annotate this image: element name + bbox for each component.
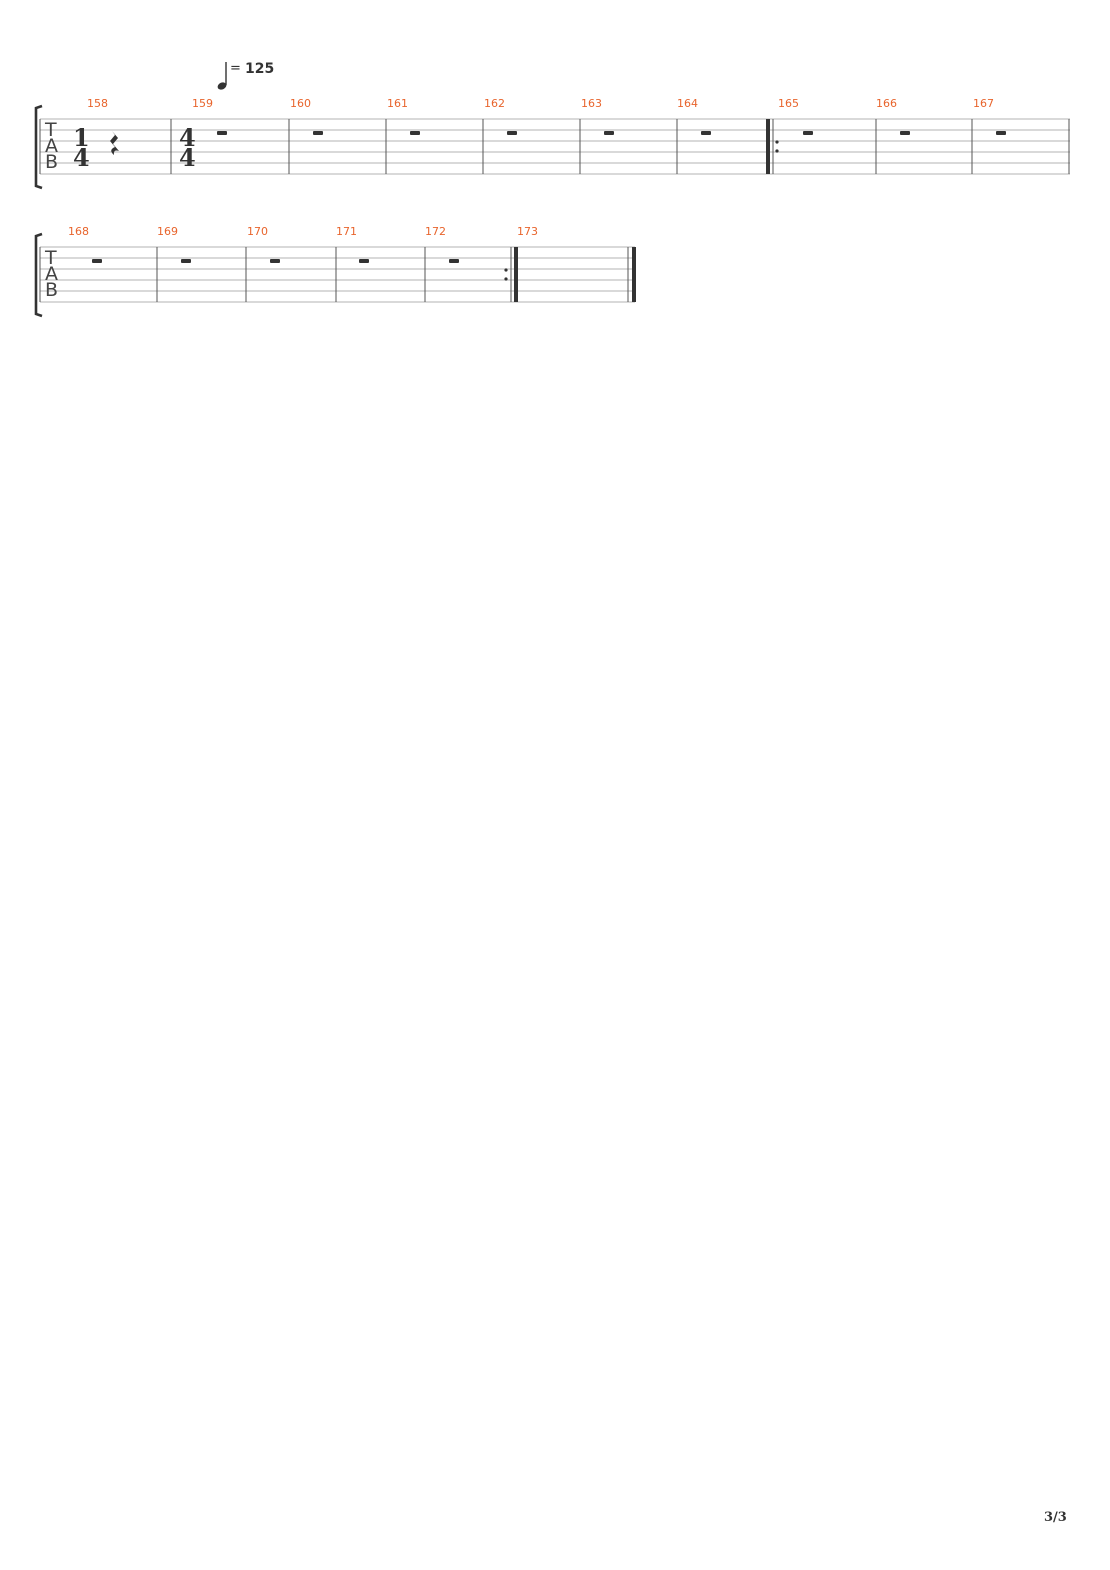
- whole-rest-icon: [313, 131, 323, 135]
- tempo-equals: =: [230, 61, 241, 76]
- measure-number: 170: [247, 225, 268, 238]
- repeat-dot: [775, 140, 779, 144]
- whole-rest-icon: [359, 259, 369, 263]
- whole-rest-icon: [270, 259, 280, 263]
- page-number: 3/3: [1044, 1510, 1067, 1525]
- tab-letter-t: T: [44, 247, 57, 269]
- time-signature-bottom: 4: [73, 143, 90, 172]
- quarter-note-icon: [217, 62, 227, 90]
- whole-rest-icon: [803, 131, 813, 135]
- repeat-dot: [504, 277, 508, 281]
- barlines: [39, 247, 629, 302]
- staff-lines: [40, 246, 635, 303]
- tab-system-1: T A B 158 159 160 161 162 163 164 165 1: [34, 97, 1070, 190]
- measure-number: 159: [192, 97, 213, 110]
- measure-number: 169: [157, 225, 178, 238]
- measure-number: 158: [87, 97, 108, 110]
- barlines: [39, 119, 1070, 174]
- whole-rest-icon: [449, 259, 459, 263]
- staff-lines: [40, 118, 1070, 175]
- whole-rest-icon: [410, 131, 420, 135]
- system-bracket: [34, 232, 43, 318]
- measure-number: 167: [973, 97, 994, 110]
- measure-number: 160: [290, 97, 311, 110]
- time-signature-bottom: 4: [179, 143, 196, 172]
- repeat-dot: [775, 149, 779, 153]
- time-signature-top: 4: [179, 123, 196, 152]
- tab-letter-t: T: [44, 119, 57, 141]
- whole-rest-icon: [217, 131, 227, 135]
- measure-number: 162: [484, 97, 505, 110]
- measure-number: 166: [876, 97, 897, 110]
- measure-number: 161: [387, 97, 408, 110]
- tab-letter-a: A: [45, 135, 58, 157]
- measure-number: 168: [68, 225, 89, 238]
- tempo-value: 125: [245, 61, 275, 77]
- whole-rest-icon: [604, 131, 614, 135]
- whole-rest-icon: [996, 131, 1006, 135]
- tab-letter-a: A: [45, 263, 58, 285]
- measure-number: 173: [517, 225, 538, 238]
- whole-rests: [92, 259, 459, 263]
- measure-number: 172: [425, 225, 446, 238]
- tab-system-2: T A B 168 169 170 171 172 173: [34, 225, 636, 318]
- whole-rest-icon: [92, 259, 102, 263]
- measure-number: 163: [581, 97, 602, 110]
- whole-rest-icon: [900, 131, 910, 135]
- tab-letter-b: B: [45, 279, 58, 301]
- time-signature-top: 1: [73, 123, 90, 152]
- repeat-start-thick-bar: [766, 119, 770, 174]
- measure-number: 164: [677, 97, 698, 110]
- measure-number: 165: [778, 97, 799, 110]
- final-barline: [632, 247, 636, 302]
- measure-number: 171: [336, 225, 357, 238]
- repeat-end-thick-bar: [514, 247, 518, 302]
- whole-rest-icon: [507, 131, 517, 135]
- repeat-dot: [504, 268, 508, 272]
- system-bracket: [34, 104, 43, 190]
- whole-rests: [217, 131, 1006, 135]
- whole-rest-icon: [701, 131, 711, 135]
- tab-letter-b: B: [45, 151, 58, 173]
- whole-rest-icon: [181, 259, 191, 263]
- quarter-rest-icon: [110, 131, 119, 155]
